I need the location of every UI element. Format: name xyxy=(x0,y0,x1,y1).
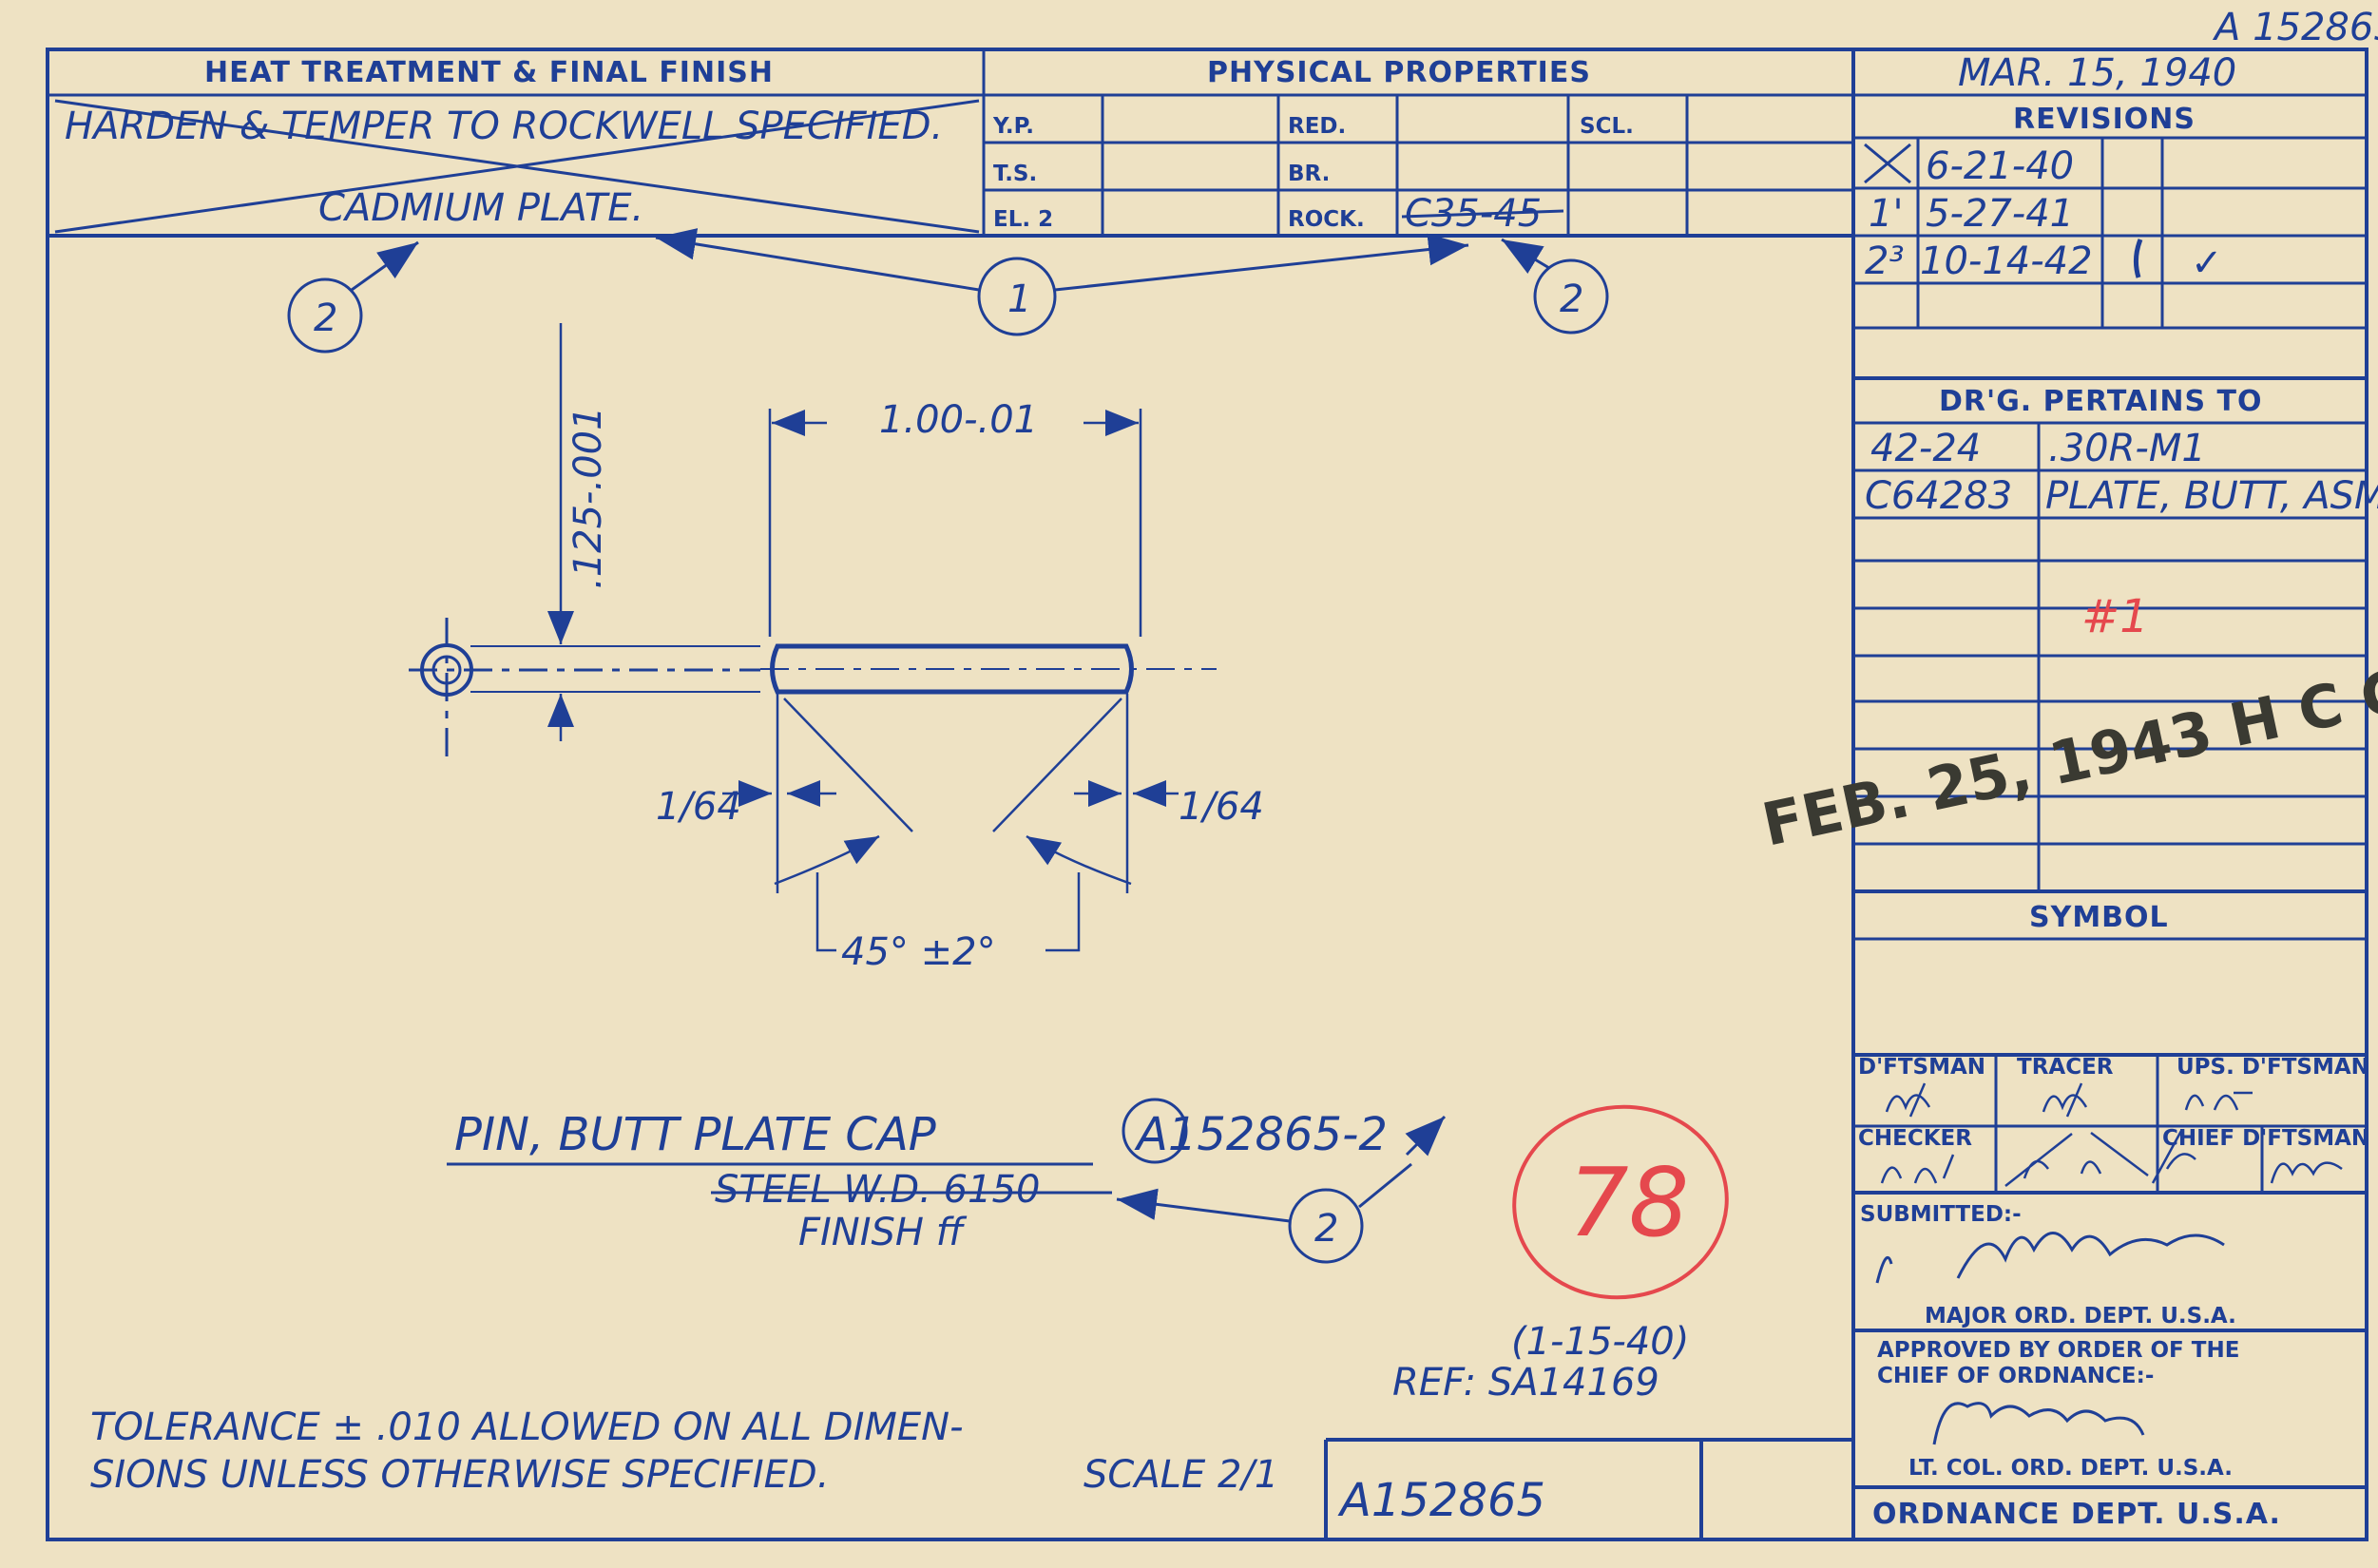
ltcol-label: LT. COL. ORD. DEPT. U.S.A. xyxy=(1908,1456,2233,1481)
revision-3-red-mark xyxy=(2133,239,2143,278)
header-grid xyxy=(48,49,1855,1539)
major-label: MAJOR ORD. DEPT. U.S.A. xyxy=(1925,1304,2236,1329)
symbol-label: SYMBOL xyxy=(2029,901,2169,934)
pertains-title: DR'G. PERTAINS TO xyxy=(1939,385,2263,418)
revision-3-check: ✓ xyxy=(2191,241,2223,285)
end-view xyxy=(409,618,760,760)
revision-2-date: 5-27-41 xyxy=(1926,192,2074,236)
ups-dftsman-label: UPS. D'FTSMAN xyxy=(2177,1055,2369,1080)
right-column-grid xyxy=(1853,93,2367,1489)
svg-text:2: 2 xyxy=(314,296,337,340)
tracer-label: TRACER xyxy=(2017,1055,2114,1080)
submitted-label: SUBMITTED:- xyxy=(1860,1202,2022,1227)
rock-value-strike xyxy=(1401,209,1564,219)
heat-treatment-line2: CADMIUM PLATE. xyxy=(318,186,643,230)
submitted-signature xyxy=(1875,1232,2225,1284)
length-dimension-label: 1.00-.01 xyxy=(879,398,1038,442)
svg-text:A152865-2: A152865-2 xyxy=(1134,1108,1388,1161)
chamfer-label-right: 1/64 xyxy=(1179,785,1264,829)
tolerance-line1: TOLERANCE ± .010 ALLOWED ON ALL DIMEN- xyxy=(90,1405,964,1449)
ts-label: T.S. xyxy=(993,162,1037,186)
scale-label: SCALE 2/1 xyxy=(1084,1453,1278,1497)
callout-1: 1 xyxy=(655,228,1469,336)
callout-2-heat: 2 xyxy=(287,240,419,354)
tolerance-line2: SIONS UNLESS OTHERWISE SPECIFIED. xyxy=(90,1453,829,1497)
red-label: RED. xyxy=(1288,114,1346,139)
part-finish: FINISH ff xyxy=(798,1211,968,1254)
sign-initials xyxy=(1880,1082,2343,1187)
svg-text:1: 1 xyxy=(1007,277,1031,321)
scl-label: SCL. xyxy=(1580,114,1634,139)
part-material: STEEL W.D. 6150 xyxy=(715,1168,1040,1212)
chamfer-dimensions xyxy=(722,694,1179,952)
revisions-title: REVISIONS xyxy=(2013,103,2196,136)
approved-signature xyxy=(1932,1402,2145,1445)
callout-2-rock: 2 xyxy=(1501,238,1609,335)
part-name: PIN, BUTT PLATE CAP xyxy=(454,1108,936,1161)
angle-label: 45° ±2° xyxy=(841,930,996,974)
red-circled-number: 78 xyxy=(1512,1104,1729,1300)
border xyxy=(46,48,2368,1541)
pertains-r1c1: 42-24 xyxy=(1870,427,1981,470)
dftsman-label: D'FTSMAN xyxy=(1858,1055,1985,1080)
heat-treatment-line1: HARDEN & TEMPER TO ROCKWELL SPECIFIED. xyxy=(65,105,943,148)
ref-number: REF: SA14169 xyxy=(1392,1361,1659,1405)
heat-treatment-cross-out xyxy=(54,99,980,234)
revision-1-cross-mark xyxy=(1864,143,1911,184)
pertains-r2c2: PLATE, BUTT, ASM. xyxy=(2045,474,2378,518)
br-label: BR. xyxy=(1288,162,1330,186)
physical-properties-title: PHYSICAL PROPERTIES xyxy=(1207,56,1591,89)
revision-3-date: 10-14-42 xyxy=(1920,239,2093,283)
part-number: A152865-2 xyxy=(1122,1098,1388,1164)
heat-treatment-title: HEAT TREATMENT & FINAL FINISH xyxy=(204,56,774,89)
diameter-dimension-label: .125-.001 xyxy=(566,406,610,589)
length-dimension xyxy=(768,409,1142,637)
pertains-red-mark: #1 xyxy=(2081,590,2149,643)
svg-text:78: 78 xyxy=(1568,1147,1689,1258)
revision-1-date: 6-21-40 xyxy=(1926,144,2074,188)
svg-text:2: 2 xyxy=(1560,277,1583,321)
checker-label: CHECKER xyxy=(1858,1126,1972,1151)
part-number-leader xyxy=(1405,1115,1447,1157)
svg-text:2: 2 xyxy=(1314,1207,1338,1251)
chief-dftsman-label: CHIEF D'FTSMAN xyxy=(2162,1126,2369,1151)
pertains-r1c2: .30R-M1 xyxy=(2048,427,2206,470)
rock-label: ROCK. xyxy=(1288,207,1365,232)
chamfer-label-left: 1/64 xyxy=(656,785,741,829)
revision-2-mark: 1' xyxy=(1869,192,1903,236)
drawing-number-box xyxy=(1324,1438,1853,1539)
pin-side-view xyxy=(760,643,1217,695)
pertains-r2c1: C64283 xyxy=(1865,474,2012,518)
approved-label-1: APPROVED BY ORDER OF THE xyxy=(1877,1338,2239,1363)
el-label: EL. 2 xyxy=(993,207,1053,232)
drawing-number-box-value: A152865 xyxy=(1337,1474,1545,1527)
callout-2-material: 2 xyxy=(1116,1162,1412,1264)
ordnance-label: ORDNANCE DEPT. U.S.A. xyxy=(1872,1498,2281,1531)
yp-label: Y.P. xyxy=(992,114,1034,139)
drawing-number-top: A 152865 xyxy=(2212,6,2378,49)
revision-3-mark: 2³ xyxy=(1865,239,1904,283)
approved-label-2: CHIEF OF ORDNANCE:- xyxy=(1877,1364,2154,1388)
drawing-date: MAR. 15, 1940 xyxy=(1958,51,2236,95)
ref-date: (1-15-40) xyxy=(1511,1320,1689,1364)
